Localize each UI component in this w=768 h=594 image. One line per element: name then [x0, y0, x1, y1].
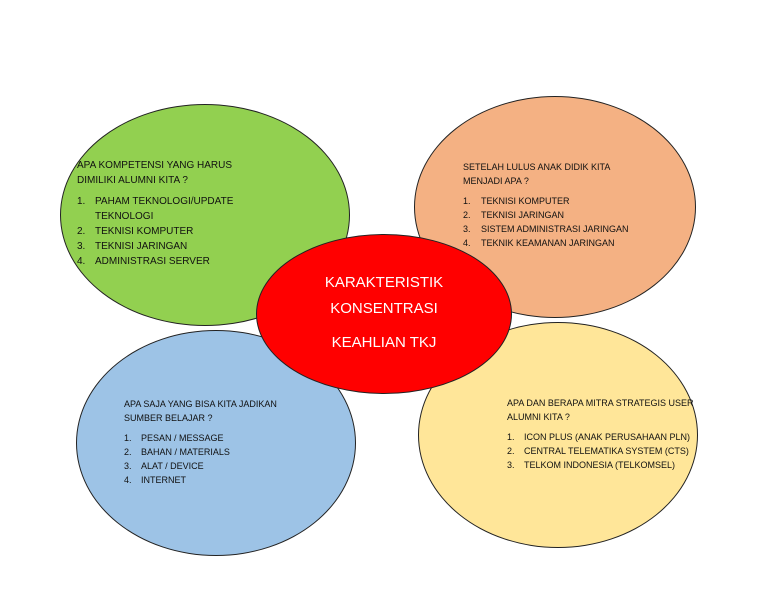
list-item: 2. TEKNISI KOMPUTER — [77, 224, 267, 239]
list-item: 2. CENTRAL TELEMATIKA SYSTEM (CTS) — [507, 444, 707, 458]
item-number: 1. — [124, 433, 132, 443]
item-text: TEKNISI JARINGAN — [95, 241, 188, 252]
item-number: 3. — [124, 461, 132, 471]
list-item: 3. ALAT / DEVICE — [124, 459, 324, 473]
item-text: INTERNET — [141, 475, 186, 485]
item-text: TEKNOLOGI — [95, 211, 154, 222]
item-number: 2. — [77, 226, 86, 237]
item-number: 3. — [77, 241, 86, 252]
list-item: 3. SISTEM ADMINISTRASI JARINGAN — [463, 222, 663, 236]
item-text: ICON PLUS (ANAK PERUSAHAAN PLN) — [524, 432, 691, 442]
list-item: 4. ADMINISTRASI SERVER — [77, 254, 267, 269]
learning-sources-list: 1. PESAN / MESSAGE 2. BAHAN / MATERIALS … — [124, 431, 324, 487]
item-text: PESAN / MESSAGE — [141, 433, 224, 443]
item-text: CENTRAL TELEMATIKA SYSTEM (CTS) — [524, 446, 689, 456]
center-title-line: KEAHLIAN TKJ — [331, 334, 437, 351]
partners-list: 1. ICON PLUS (ANAK PERUSAHAAN PLN) 2. CE… — [507, 430, 707, 472]
careers-list: 1. TEKNISI KOMPUTER 2. TEKNISI JARINGAN … — [463, 194, 663, 250]
partners-question: APA DAN BERAPA MITRA STRATEGIS USER ALUM… — [507, 396, 707, 424]
list-item: 1. PESAN / MESSAGE — [124, 431, 324, 445]
center-title: KARAKTERISTIK KONSENTRASI KEAHLIAN TKJ — [256, 270, 512, 356]
careers-question: SETELAH LULUS ANAK DIDIK KITA MENJADI AP… — [463, 160, 663, 188]
list-item: 1. ICON PLUS (ANAK PERUSAHAAN PLN) — [507, 430, 707, 444]
question-line: APA KOMPETENSI YANG HARUS — [77, 160, 233, 171]
competencies-question: APA KOMPETENSI YANG HARUS DIMILIKI ALUMN… — [77, 158, 267, 188]
question-line: MENJADI APA ? — [463, 176, 529, 186]
careers-block: SETELAH LULUS ANAK DIDIK KITA MENJADI AP… — [463, 160, 663, 250]
item-number: 1. — [463, 196, 471, 206]
list-item: 4. TEKNIK KEAMANAN JARINGAN — [463, 236, 663, 250]
list-item: 1. PAHAM TEKNOLOGI/UPDATE TEKNOLOGI — [77, 194, 267, 224]
item-number: 2. — [124, 447, 132, 457]
list-item: 1. TEKNISI KOMPUTER — [463, 194, 663, 208]
item-number: 3. — [507, 460, 515, 470]
item-number: 4. — [77, 256, 86, 267]
question-line: SUMBER BELAJAR ? — [124, 413, 213, 423]
item-text: TEKNISI JARINGAN — [481, 210, 565, 220]
list-item: 3. TELKOM INDONESIA (TELKOMSEL) — [507, 458, 707, 472]
competencies-block: APA KOMPETENSI YANG HARUS DIMILIKI ALUMN… — [77, 158, 267, 269]
item-number: 2. — [463, 210, 471, 220]
question-line: ALUMNI KITA ? — [507, 412, 570, 422]
item-number: 4. — [124, 475, 132, 485]
item-text: TEKNISI KOMPUTER — [95, 226, 194, 237]
center-title-line: KONSENTRASI — [330, 300, 438, 317]
item-text: ALAT / DEVICE — [141, 461, 204, 471]
question-line: APA SAJA YANG BISA KITA JADIKAN — [124, 399, 277, 409]
partners-block: APA DAN BERAPA MITRA STRATEGIS USER ALUM… — [507, 396, 707, 472]
item-text: SISTEM ADMINISTRASI JARINGAN — [481, 224, 629, 234]
item-text: TELKOM INDONESIA (TELKOMSEL) — [524, 460, 676, 470]
item-text: BAHAN / MATERIALS — [141, 447, 230, 457]
list-item: 2. BAHAN / MATERIALS — [124, 445, 324, 459]
item-number: 2. — [507, 446, 515, 456]
item-text: TEKNISI KOMPUTER — [481, 196, 570, 206]
competencies-list: 1. PAHAM TEKNOLOGI/UPDATE TEKNOLOGI 2. TE… — [77, 194, 267, 269]
learning-sources-question: APA SAJA YANG BISA KITA JADIKAN SUMBER B… — [124, 397, 324, 425]
question-line: DIMILIKI ALUMNI KITA ? — [77, 175, 188, 186]
list-item: 3. TEKNISI JARINGAN — [77, 239, 267, 254]
item-number: 3. — [463, 224, 471, 234]
item-number: 1. — [507, 432, 515, 442]
item-text: ADMINISTRASI SERVER — [95, 256, 210, 267]
list-item: 4. INTERNET — [124, 473, 324, 487]
item-text: PAHAM TEKNOLOGI/UPDATE — [95, 196, 234, 207]
item-number: 1. — [77, 196, 86, 207]
learning-sources-block: APA SAJA YANG BISA KITA JADIKAN SUMBER B… — [124, 397, 324, 487]
item-text: TEKNIK KEAMANAN JARINGAN — [481, 238, 615, 248]
item-number: 4. — [463, 238, 471, 248]
question-line: SETELAH LULUS ANAK DIDIK KITA — [463, 162, 611, 172]
ellipse-center — [256, 234, 512, 394]
center-title-line: KARAKTERISTIK — [324, 274, 444, 291]
question-line: APA DAN BERAPA MITRA STRATEGIS USER — [507, 398, 694, 408]
list-item: 2. TEKNISI JARINGAN — [463, 208, 663, 222]
